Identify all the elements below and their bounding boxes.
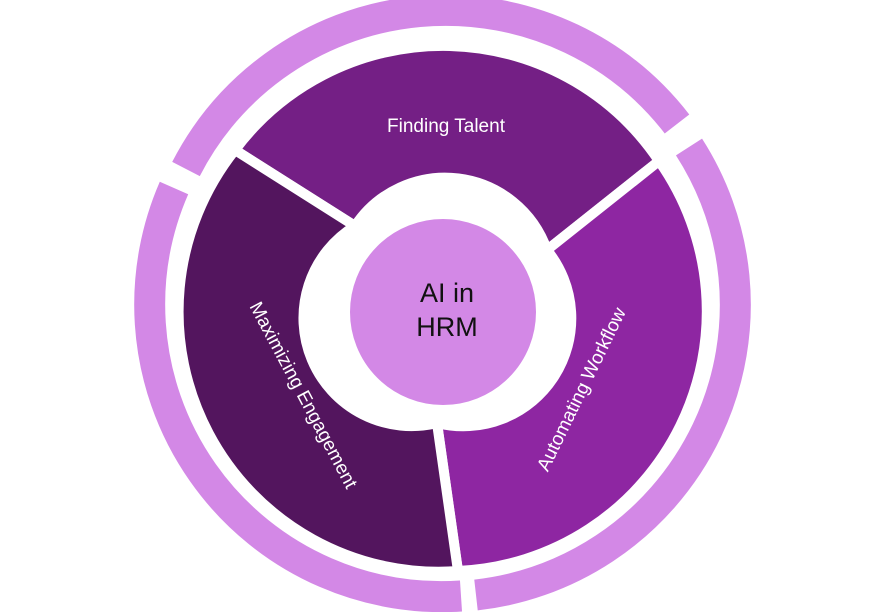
segment-finding-talent xyxy=(230,40,664,255)
center-circle xyxy=(338,207,548,417)
inner-segments xyxy=(173,40,712,577)
center-title-line1: AI in xyxy=(420,278,474,308)
center-title-line2: HRM xyxy=(416,312,478,342)
outer-ring xyxy=(134,0,751,612)
outer-ring-arc-left xyxy=(134,181,463,612)
outer-ring-arc-right xyxy=(474,138,751,611)
label-finding-talent: Finding Talent xyxy=(387,116,506,137)
segment-automating-workflow xyxy=(432,156,712,576)
segment-maximizing-engagement xyxy=(173,145,463,577)
outer-ring-arc-top xyxy=(172,0,690,177)
